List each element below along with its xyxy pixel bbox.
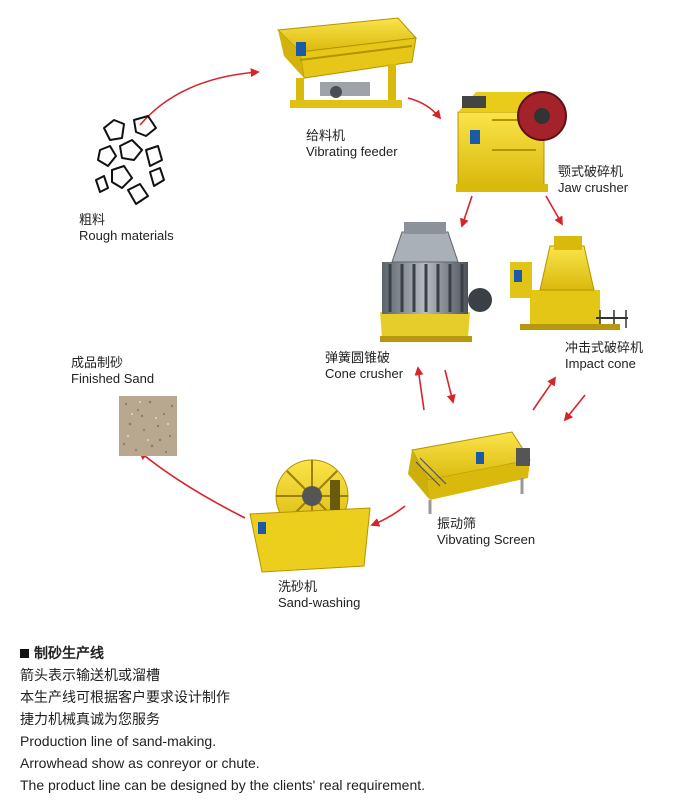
stage-en-impact: Impact cone — [565, 356, 636, 371]
arrow-cone-to-screen — [444, 369, 456, 404]
stage-cn-impact: 冲击式破碎机 — [565, 340, 644, 355]
stage-en-finished: Finished Sand — [71, 371, 155, 386]
stage-cn-washing: 洗砂机 — [278, 579, 318, 594]
stage-en-feeder: Vibrating feeder — [306, 144, 398, 159]
arrow-washer-to-finished — [138, 450, 246, 519]
notes-line-3: 捷力机械真诚为您服务 — [20, 711, 160, 727]
vibrating-screen-icon — [408, 431, 531, 514]
stage-en-jaw: Jaw crusher — [558, 180, 629, 195]
arrow-jaw-to-cone — [460, 195, 473, 228]
arrow-screen-to-impact — [532, 376, 557, 411]
arrow-screen-to-cone — [414, 366, 425, 411]
stage-en-cone: Cone crusher — [325, 366, 404, 381]
arrow-impact-to-screen — [563, 394, 586, 422]
stage-label-cone: 弹簧圆锥破 Cone crusher — [325, 350, 403, 382]
stage-cn-jaw: 颚式破碎机 — [558, 164, 624, 179]
stage-cn-screen: 振动筛 — [437, 516, 477, 531]
process-flow-graphic — [95, 17, 628, 573]
notes-line-5: Arrowhead show as conreyor or chute. — [20, 755, 260, 771]
stage-label-finished: 成品制砂 Finished Sand — [71, 355, 154, 387]
notes-line-4: Production line of sand-making. — [20, 733, 217, 749]
stage-cn-cone: 弹簧圆锥破 — [325, 350, 391, 365]
stage-label-screen: 振动筛 Vibvating Screen — [437, 516, 535, 548]
notes-line-1: 箭头表示输送机或溜槽 — [20, 667, 160, 683]
stage-cn-rough: 粗料 — [79, 212, 106, 227]
stage-label-rough: 粗料 Rough materials — [79, 212, 174, 244]
stage-label-impact: 冲击式破碎机 Impact cone — [565, 340, 643, 372]
sand-production-diagram: 粗料 Rough materials 给料机 Vibrating feeder … — [71, 17, 643, 611]
arrow-jaw-to-impact — [545, 195, 563, 226]
stage-label-washing: 洗砂机 Sand-washing — [278, 579, 360, 611]
stage-cn-feeder: 给料机 — [306, 128, 346, 143]
stage-label-jaw: 颚式破碎机 Jaw crusher — [558, 164, 628, 196]
bullet-square-icon — [20, 649, 29, 658]
vibrating-feeder-icon — [276, 17, 418, 108]
arrow-feeder-to-jaw — [407, 97, 442, 120]
sand-washer-icon — [249, 459, 371, 573]
arrow-screen-to-washer — [370, 505, 406, 527]
cone-crusher-icon — [380, 222, 492, 342]
stage-cn-finished: 成品制砂 — [71, 355, 124, 370]
jaw-crusher-icon — [456, 91, 567, 192]
stage-en-screen: Vibvating Screen — [437, 532, 536, 547]
production-line-notes: 制砂生产线 箭头表示输送机或溜槽 本生产线可根据客户要求设计制作 捷力机械真诚为… — [20, 642, 670, 796]
arrow-rough-to-feeder — [139, 68, 260, 126]
stage-en-rough: Rough materials — [79, 228, 174, 243]
sand-sample-icon — [119, 396, 177, 456]
rough-stones-icon — [95, 115, 165, 205]
notes-line-6: The product line can be designed by the … — [20, 777, 426, 793]
notes-line-2: 本生产线可根据客户要求设计制作 — [20, 689, 230, 705]
impact-crusher-icon — [510, 236, 628, 330]
notes-heading-row: 制砂生产线 — [20, 642, 670, 664]
stage-label-feeder: 给料机 Vibrating feeder — [306, 128, 398, 160]
stage-en-washing: Sand-washing — [278, 595, 361, 610]
notes-heading: 制砂生产线 — [34, 645, 104, 661]
